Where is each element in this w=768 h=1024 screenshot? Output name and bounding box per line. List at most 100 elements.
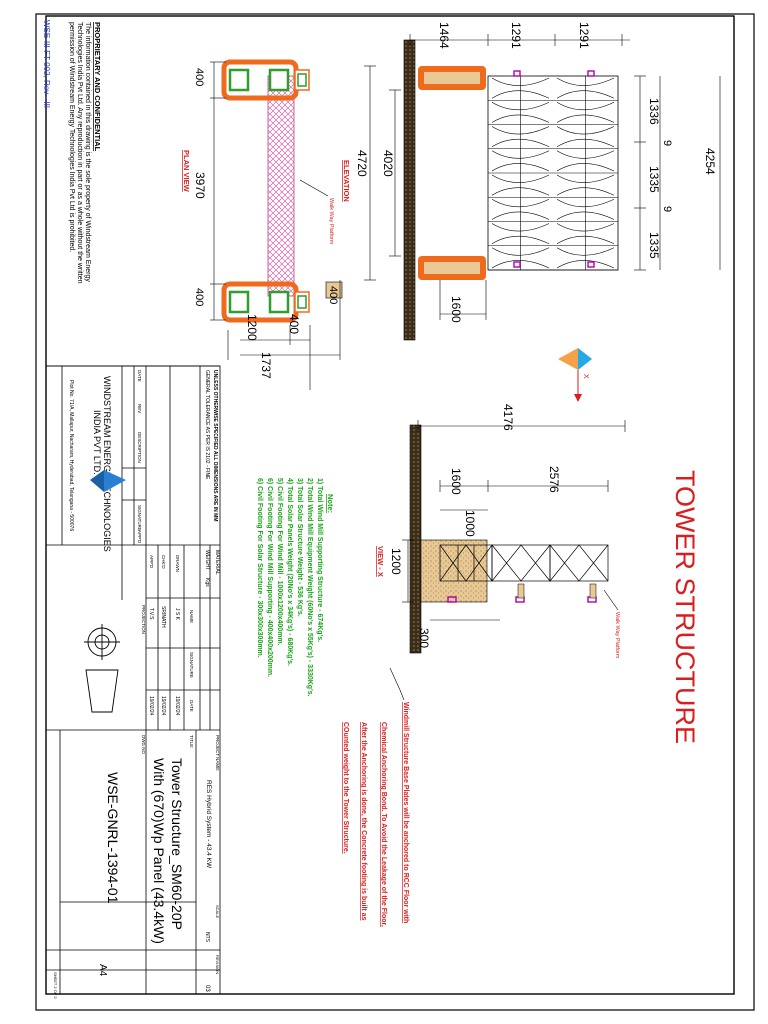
note-2: 2) Total Wind Mill Equipment Weight (60N… <box>306 478 313 697</box>
plan-view: 400 3970 400 1200 400 1737 400 PLAN VIEW… <box>182 59 343 390</box>
col-date: DATE <box>137 370 142 382</box>
plan-dim-400-b: 400 <box>193 288 205 306</box>
elev-dim-9-a: 9 <box>661 140 673 146</box>
viewx-walkway-label: Walk Way Platform <box>614 612 620 659</box>
project-name: RES Hybrid System - 43.4 KW <box>205 780 212 869</box>
elev-dim-9-b: 9 <box>661 206 673 212</box>
note-5: 5) Civil Footing For Wind Mill - 1000x12… <box>276 478 283 646</box>
chkd-name: SRINATH <box>160 606 166 628</box>
project-label: PROJECT NAME: <box>215 735 220 771</box>
projection-symbol <box>84 624 120 713</box>
elevation-view: 1464 1291 1291 1336 9 1335 9 1335 4254 4… <box>342 22 721 341</box>
elev-dim-1464: 1464 <box>437 22 451 49</box>
col-description: DESCRIPTION <box>137 432 142 463</box>
elev-dim-1291-b: 1291 <box>577 22 591 49</box>
plan-dim-400-d: 400 <box>327 286 339 304</box>
signature-label: SIGNATURE <box>189 652 194 678</box>
elev-dim-1336: 1336 <box>647 98 661 125</box>
company-name: WINDSTREAM ENERGY TECHNOLOGIES <box>102 376 112 552</box>
anchor-note-1: Windmill Structure Base Plates will be a… <box>402 702 409 923</box>
plan-dim-400-a: 400 <box>193 68 205 86</box>
title-line-2: With (670)Wp Panel (43.4kW) <box>151 758 167 944</box>
note-4: 4) Total Solar Panels Weight (20No's x 3… <box>286 478 293 666</box>
plan-dim-1200: 1200 <box>245 314 259 341</box>
drawn-name: J S K <box>174 608 180 621</box>
elev-dim-1335-b: 1335 <box>647 232 661 259</box>
appd-name: T.V.S <box>148 608 154 620</box>
appd-date: 19/02/24 <box>148 696 154 716</box>
company-logo <box>90 470 126 492</box>
viewx-dim-1600: 1600 <box>449 468 463 495</box>
viewx-footing <box>420 539 488 603</box>
title-block-text: UNLESS OTHERWISE SPECIFIED ALL DIMENSION… <box>53 370 220 999</box>
company-name-2: INDIA PVT LTD. <box>92 410 102 475</box>
note-6: 6) Civil Footing For Wind Mill Supportin… <box>266 478 273 677</box>
view-x-label: VIEW - X <box>376 546 385 577</box>
title-line-1: Tower Structure_SM60-20P <box>169 758 185 930</box>
sheet-label: SHEET 2 OF 2 <box>53 972 58 999</box>
revision-label: REVISION <box>215 955 220 974</box>
chkd-label: CHK'D <box>161 555 166 569</box>
elev-dim-1600: 1600 <box>449 296 463 323</box>
col-signature: SIGNATURE <box>137 505 142 531</box>
plan-walkway-hatch <box>267 75 295 297</box>
title-block <box>45 365 221 995</box>
plan-dim-3970: 3970 <box>193 172 207 199</box>
material-label: MATERIAL <box>214 550 220 575</box>
plan-walkway-label: Walk Way Platform <box>328 198 334 245</box>
unless-note: UNLESS OTHERWISE SPECIFIED ALL DIMENSION… <box>212 370 218 521</box>
size-value: A4 <box>97 964 108 977</box>
anchor-note-4: COunted weight to the Tower Structure. <box>342 722 349 854</box>
viewx-dim-4176: 4176 <box>501 404 515 431</box>
scale-label: SCALE <box>215 905 220 918</box>
elev-dim-4720: 4720 <box>355 150 369 177</box>
revision-value: 03 <box>204 985 210 992</box>
viewx-dim-300: 300 <box>417 628 431 648</box>
turbine-array <box>487 75 619 271</box>
dwg-label: DWG NO <box>141 735 146 754</box>
elev-dim-1335-a: 1335 <box>647 166 661 193</box>
appd-label: APP'D <box>149 555 154 569</box>
dwg-no: WSE-GNRL-1394-01 <box>105 772 121 904</box>
plan-view-label: PLAN VIEW <box>182 150 191 193</box>
drawn-label: DRAWN <box>175 555 180 572</box>
notes-heading: Note: <box>326 494 335 513</box>
viewx-dim-1200: 1200 <box>389 548 403 575</box>
anchor-notes: Windmill Structure Base Plates will be a… <box>342 702 409 927</box>
name-label: NAME <box>189 610 194 623</box>
drawing-title: TOWER STRUCTURE <box>670 470 700 744</box>
general-note: GENERAL TOLERANCE AS PER IS 2102 - FINE <box>204 370 210 480</box>
note-1: 1) Total Wind Mill Supporting Structure … <box>316 478 323 642</box>
axis-indicator: X <box>558 348 592 402</box>
viewx-ground-slab <box>409 424 422 654</box>
elevation-label: ELEVATION <box>342 160 351 202</box>
elev-dim-1291-a: 1291 <box>509 22 523 49</box>
plan-dim-400-c: 400 <box>287 314 301 334</box>
viewx-tower-modules <box>439 544 609 582</box>
scale-value: NTS <box>204 932 210 943</box>
elev-dim-4020: 4020 <box>381 150 395 177</box>
viewx-dim-2576: 2576 <box>547 466 561 493</box>
proprietary-heading: PROPRIETARY AND CONFIDENTIAL <box>93 22 102 152</box>
weight-value: Kgs <box>204 578 210 587</box>
plan-dim-1737: 1737 <box>259 352 273 379</box>
elevation-ground-slab <box>403 39 416 341</box>
revision-tag: WSE-III-FT-002, Rev - III <box>42 20 51 108</box>
sheet-border <box>35 13 755 1011</box>
projection-label: PROJECTION <box>141 605 146 634</box>
proprietary-line-2: Technologies India Pvt Ltd. Any reproduc… <box>76 22 83 284</box>
col-rev: REV <box>137 404 142 413</box>
title-label: TITLE: <box>189 735 194 749</box>
company-address: Plot No. 71/A, Mallapur, Nacharam, Hyder… <box>68 380 74 531</box>
axis-x-label: X <box>582 374 589 379</box>
notes: Note: 1) Total Wind Mill Supporting Stru… <box>256 478 335 697</box>
note-3: 3) Total Solar Structure Weight - 536 Kg… <box>296 478 303 617</box>
proprietary-notice: PROPRIETARY AND CONFIDENTIAL The informa… <box>68 22 102 284</box>
elev-dim-4254: 4254 <box>703 148 717 175</box>
col-appd: APP'D <box>137 530 142 544</box>
view-x: 4176 1600 1000 2576 1200 300 VIEW - X Wa… <box>376 404 626 659</box>
proprietary-line-3: permission of Windstream Energy Technolo… <box>68 22 75 252</box>
weight-label: WEIGHT <box>204 550 210 570</box>
anchor-note-3: After the Anchoring is done, the Concret… <box>360 722 367 921</box>
